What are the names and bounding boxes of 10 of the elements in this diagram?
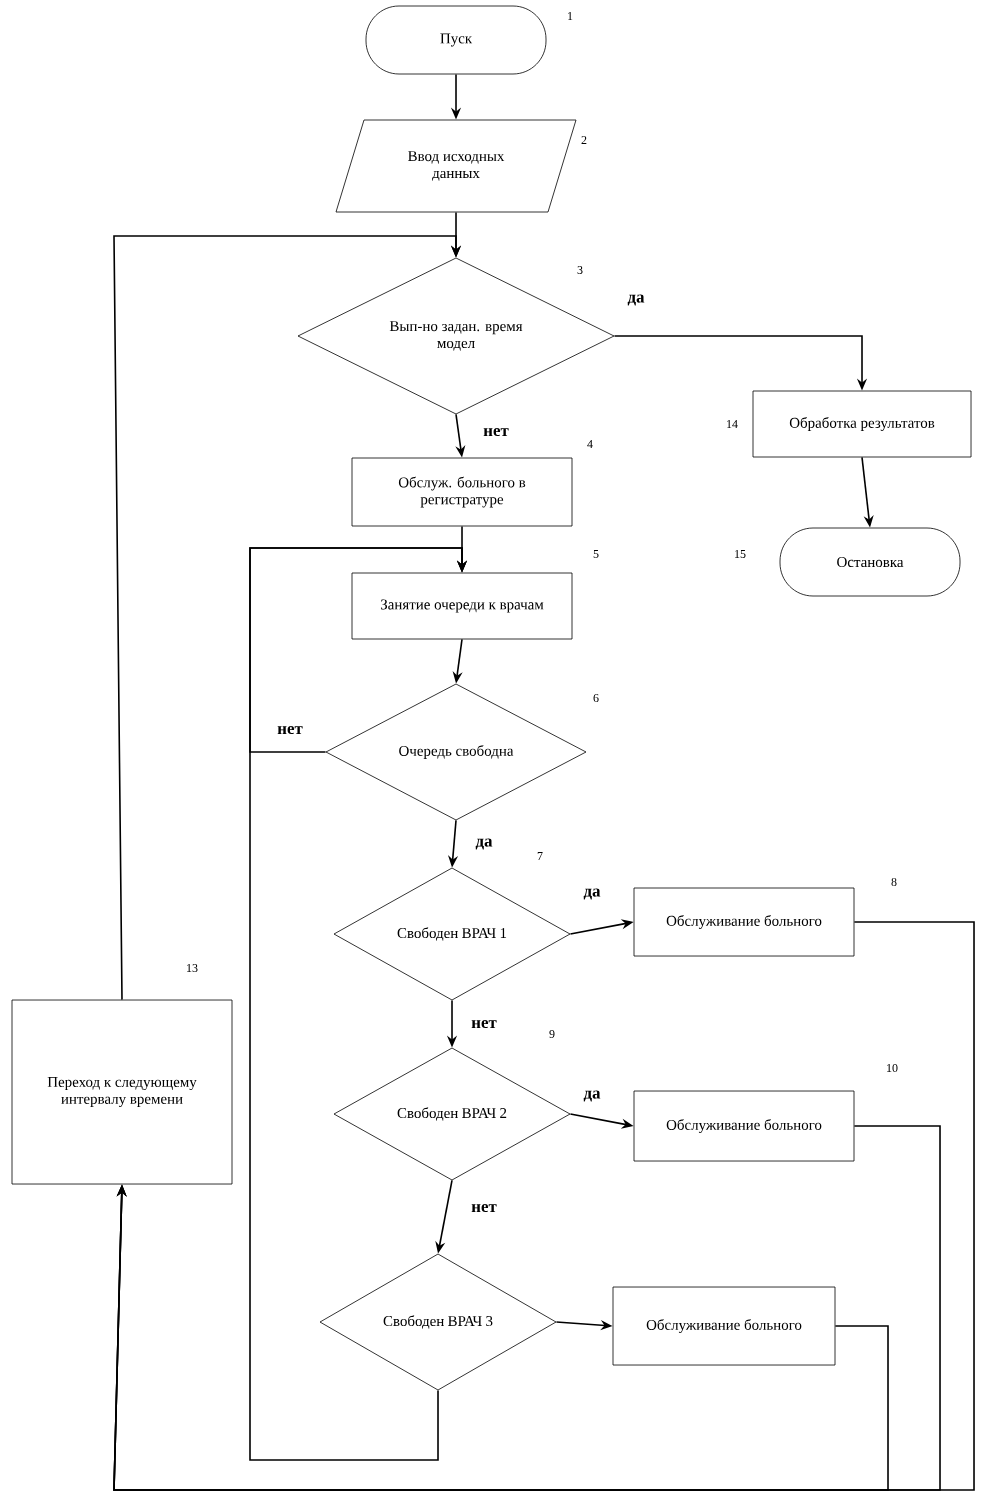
arrow xyxy=(113,235,462,1001)
edge-label: да xyxy=(625,292,647,308)
edge-label: да xyxy=(581,886,603,902)
edge-label: да xyxy=(473,836,495,852)
edge-label: нет xyxy=(469,1201,499,1215)
arrow xyxy=(249,547,468,1461)
edge-label: нет xyxy=(275,723,305,737)
edge-label: да xyxy=(581,1088,603,1104)
edge-label: нет xyxy=(469,1017,499,1031)
edge-label: нет xyxy=(481,425,511,439)
